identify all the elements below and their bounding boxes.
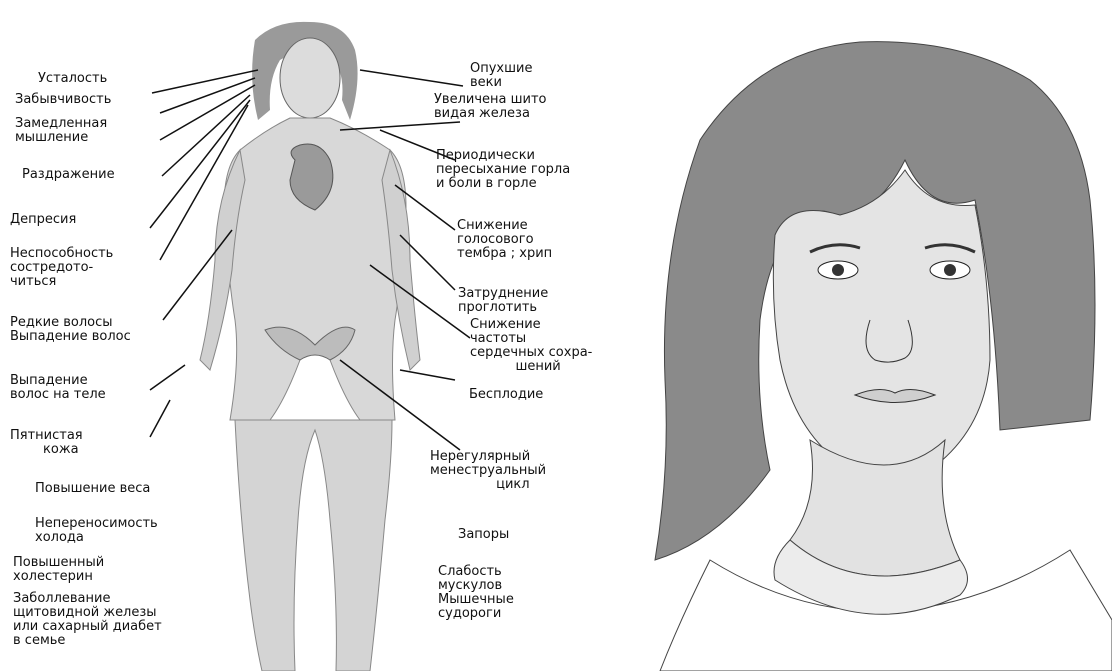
label-irregular-cycle: Нерегулярный менеструальный цикл <box>430 450 546 492</box>
label-muscle-weakness: Слабость мускулов Мышечные судороги <box>438 565 514 621</box>
label-infertility: Бесплодие <box>469 388 543 402</box>
label-swallowing: Затруднение проглотить <box>458 287 548 315</box>
left-pupil <box>832 264 844 276</box>
label-voice-change: Снижение голосового тембра ; хрип <box>457 219 552 261</box>
label-spotted-skin: Пятнистая кожа <box>10 429 83 457</box>
head <box>280 38 340 118</box>
label-body-hair-loss: Выпадение волос на теле <box>10 374 106 402</box>
label-forgetfulness: Забывчивость <box>15 93 111 107</box>
label-constipation: Запоры <box>458 528 509 542</box>
label-cholesterol: Повышенный холестерин <box>13 556 104 584</box>
label-swollen-eyelids: Опухшие веки <box>470 62 532 90</box>
label-slow-heart: Снижение частоты сердечных сохра- шений <box>470 318 592 374</box>
label-cold-intolerance: Непереносимость холода <box>35 517 158 545</box>
body-figure <box>200 22 420 671</box>
label-concentration: Неспособность состредото- читься <box>10 247 113 289</box>
label-enlarged-thyroid: Увеличена шито видая железа <box>434 93 547 121</box>
right-pupil <box>944 264 956 276</box>
label-hair-loss: Редкие волосы Выпадение волос <box>10 316 131 344</box>
face-illustration <box>655 42 1112 671</box>
legs <box>235 420 392 671</box>
label-family-history: Заболлевание щитовидной железы или сахар… <box>13 592 162 648</box>
face <box>773 170 990 480</box>
label-dry-throat: Периодически пересыхание горла и боли в … <box>436 149 570 191</box>
label-irritation: Раздражение <box>22 168 115 182</box>
label-slow-thinking: Замедленная мышление <box>15 117 107 145</box>
label-depression: Депресия <box>10 213 76 227</box>
label-fatigue: Усталость <box>38 72 107 86</box>
label-weight-gain: Повышение веса <box>35 482 150 496</box>
